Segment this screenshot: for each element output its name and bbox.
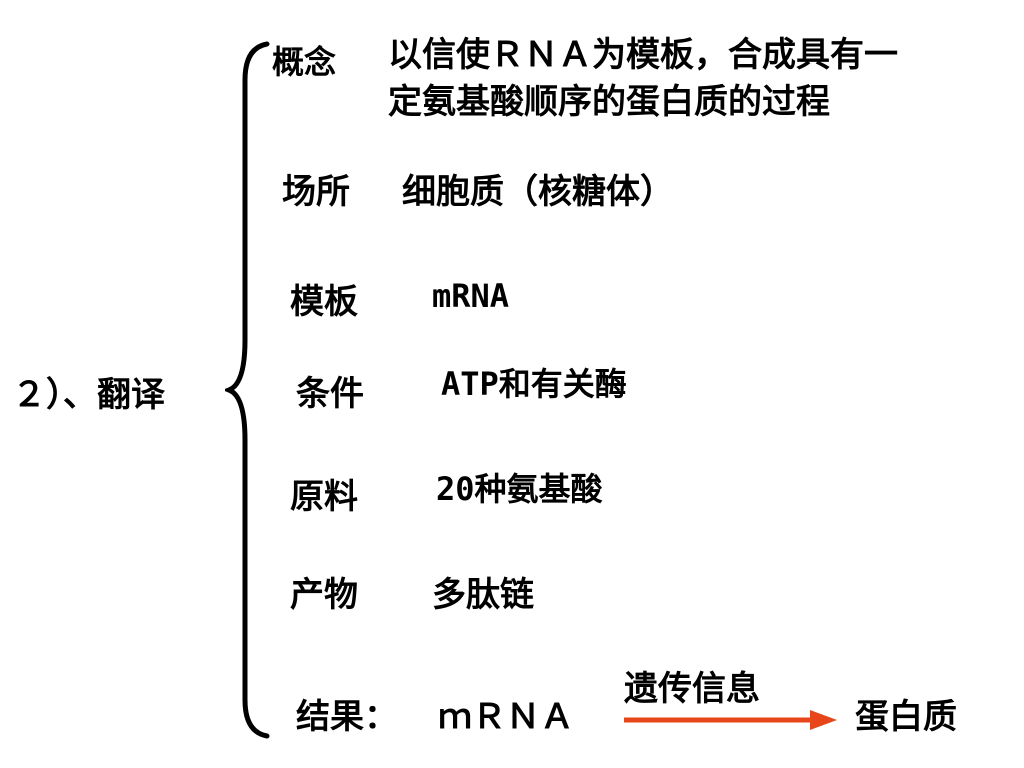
template-value: mRNA bbox=[432, 277, 510, 315]
result-to: 蛋白质 bbox=[855, 697, 957, 737]
right-arrow-icon bbox=[624, 710, 837, 730]
product-value: 多肽链 bbox=[432, 575, 534, 615]
result-arrow-label: 遗传信息 bbox=[624, 669, 760, 709]
material-value: 20种氨基酸 bbox=[436, 470, 603, 508]
condition-value: ATP和有关酶 bbox=[441, 365, 627, 403]
product-label: 产物 bbox=[290, 575, 358, 615]
place-value: 细胞质（核糖体） bbox=[402, 172, 674, 212]
template-label: 模板 bbox=[290, 282, 358, 322]
curly-brace bbox=[225, 41, 270, 739]
concept-value-line2: 定氨基酸顺序的蛋白质的过程 bbox=[388, 82, 830, 122]
section-title: ２）、翻译 bbox=[12, 375, 165, 415]
result-from: ｍＲＮＡ bbox=[438, 697, 574, 737]
material-label: 原料 bbox=[290, 477, 358, 517]
place-label: 场所 bbox=[282, 172, 350, 212]
condition-label: 条件 bbox=[296, 374, 364, 414]
concept-value-line1: 以信使ＲＮＡ为模板，合成具有一 bbox=[388, 35, 898, 75]
result-label: 结果： bbox=[296, 697, 398, 737]
concept-label: 概念 bbox=[272, 43, 337, 81]
